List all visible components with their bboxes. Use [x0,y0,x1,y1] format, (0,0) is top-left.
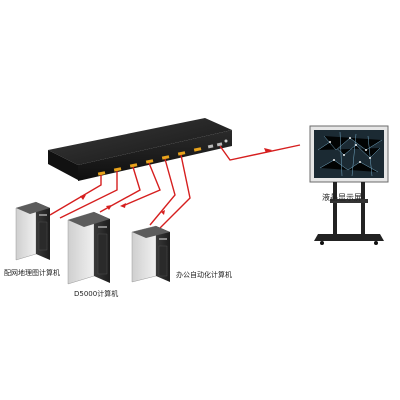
switch-ports [97,139,228,176]
display-map-lines [317,131,383,177]
cable-to-pc2 [99,166,141,213]
red-cables [49,144,301,229]
stand-base [314,234,384,241]
lcd-display [309,125,389,245]
computer-2 [67,211,110,285]
computer-2-label: D5000计算机 [74,290,119,298]
switch-top [48,118,232,165]
computer-3 [131,225,170,283]
cable-to-pc3-b [159,154,191,229]
computer-1-label: 配网地理图计算机 [4,269,60,277]
computer-1 [15,201,50,261]
stand-shelf [330,199,368,203]
cable-to-pc1-b [59,171,118,219]
cable-to-display [219,144,301,161]
cable-to-pc1 [49,175,102,216]
switch-left-side [48,150,78,180]
matrix-switch [48,118,232,181]
stand-pole-left [333,182,337,234]
cable-to-pc3 [149,158,176,226]
display-label: 液晶显示屏 [322,193,362,202]
computer-3-label: 办公自动化计算机 [176,271,232,279]
display-map-dots [329,137,371,163]
stand-pole-right [361,182,365,234]
cable-arrows [80,148,272,215]
cable-to-pc2-b [124,162,161,206]
